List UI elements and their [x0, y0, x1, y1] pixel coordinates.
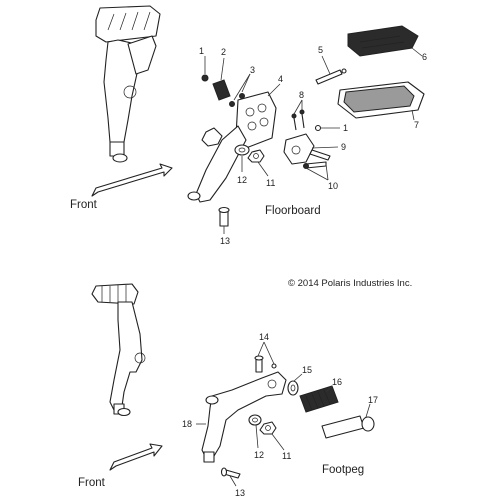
part-15-washer — [287, 380, 299, 396]
part-17-pin — [321, 415, 375, 439]
callout-12-bottom: 12 — [254, 450, 264, 460]
callout-3: 3 — [250, 65, 255, 75]
part-1-screw — [201, 74, 209, 82]
callout-16: 16 — [332, 377, 342, 387]
footpeg-title: Footpeg — [322, 464, 364, 476]
part-1-screw-right — [314, 124, 322, 132]
callout-10: 10 — [328, 181, 338, 191]
callout-15: 15 — [302, 365, 312, 375]
part-4-pedal-arm — [187, 91, 277, 203]
callout-5: 5 — [318, 45, 323, 55]
callout-6: 6 — [422, 52, 427, 62]
part-12-washer — [234, 144, 250, 156]
footpeg-callouts: 14 15 16 17 18 12 11 13 — [182, 332, 378, 498]
front-label-bottom: Front — [78, 477, 106, 489]
front-arrow-top — [91, 163, 173, 197]
callout-13-bottom: 13 — [235, 488, 245, 498]
callout-13: 13 — [220, 236, 230, 246]
assembled-floorboard-pedal — [95, 5, 161, 163]
callout-7: 7 — [414, 120, 419, 130]
copyright: © 2014 Polaris Industries Inc. — [288, 278, 412, 289]
part-13-bolt — [218, 206, 230, 227]
part-8-screws — [291, 109, 305, 131]
footpeg-leader-lines — [196, 341, 371, 487]
callout-8: 8 — [299, 90, 304, 100]
callout-12: 12 — [237, 175, 247, 185]
callout-14: 14 — [259, 332, 269, 342]
assembled-footpeg-pedal — [91, 283, 146, 417]
part-18-footpeg-arm — [201, 371, 287, 463]
part-10-bolts — [303, 149, 331, 169]
part-9-bracket — [283, 133, 315, 165]
floorboard-title: Floorboard — [265, 205, 321, 217]
part-2-pad — [212, 79, 231, 101]
floorboard-callouts: 1 2 3 4 5 6 7 8 1 9 12 11 10 13 — [199, 45, 427, 246]
callout-11-bottom: 11 — [282, 451, 291, 461]
part-3-screws — [229, 93, 245, 107]
part-16-footpeg-rubber — [299, 385, 339, 413]
part-14-bolt — [254, 355, 277, 373]
callout-17: 17 — [368, 395, 378, 405]
front-arrow-bottom — [109, 443, 163, 471]
part-6-floorboard-top — [347, 25, 419, 57]
callout-1: 1 — [199, 46, 204, 56]
callout-11: 11 — [266, 178, 275, 188]
part-7-floorboard-base — [337, 81, 425, 119]
callout-9: 9 — [341, 142, 346, 152]
part-11-nut-bottom — [259, 421, 277, 435]
callout-4: 4 — [278, 74, 283, 84]
part-13-bolt-bottom — [220, 467, 241, 479]
callout-2: 2 — [221, 47, 226, 57]
callout-1-right: 1 — [343, 123, 348, 133]
part-5-pins — [315, 68, 347, 85]
callout-18: 18 — [182, 419, 192, 429]
part-12-washer-bottom — [248, 414, 262, 426]
front-label-top: Front — [70, 199, 98, 211]
floorboard-leader-lines — [204, 47, 423, 234]
part-11-nut — [247, 149, 265, 163]
